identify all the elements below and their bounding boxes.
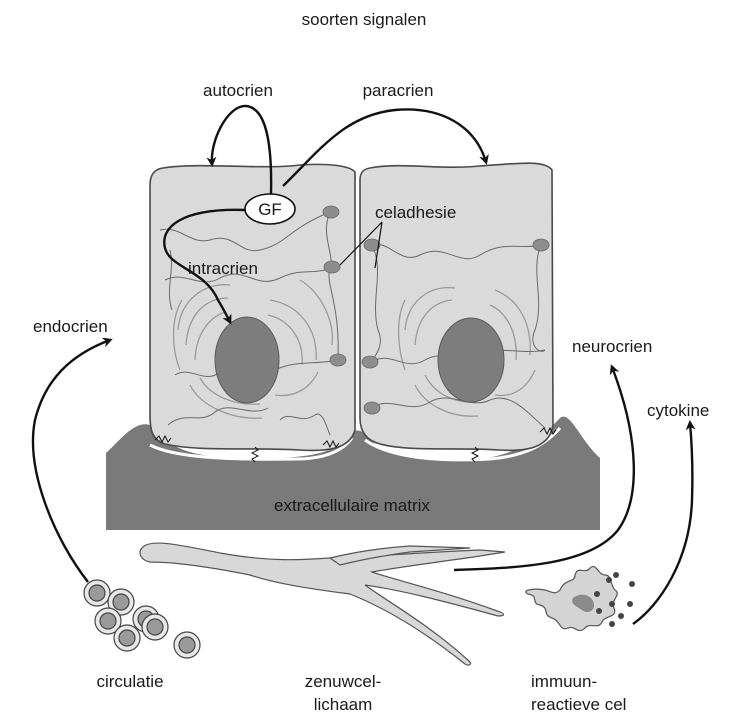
blood-cell-6	[114, 625, 140, 651]
left-nucleus	[215, 317, 279, 403]
growth-factor-label: GF	[258, 200, 282, 219]
immune-label-line2: reactieve cel	[531, 695, 626, 714]
neurocrine-label: neurocrien	[572, 337, 652, 356]
endocrine-arrow	[33, 340, 110, 582]
cytokine-arrow	[633, 423, 692, 624]
intracrine-label: intracrien	[188, 259, 258, 278]
circulation-cells	[84, 580, 200, 658]
right-junction-low	[364, 402, 380, 414]
left-junction-mid	[324, 261, 340, 273]
immune-label-line1: immuun-	[531, 672, 597, 691]
immune-cell	[526, 566, 618, 630]
autocrine-label: autocrien	[203, 81, 273, 100]
nerve-label-line2: lichaam	[314, 695, 373, 714]
right-nucleus	[438, 318, 504, 402]
diagram-title: soorten signalen	[302, 10, 427, 29]
blood-cell-1	[84, 580, 110, 606]
endocrine-label: endocrien	[33, 317, 108, 336]
blood-cell-5	[142, 614, 168, 640]
paracrine-label: paracrien	[363, 81, 434, 100]
left-junction-top	[323, 206, 339, 218]
right-junction-edge	[533, 239, 549, 251]
blood-cell-7	[174, 632, 200, 658]
right-junction-mid	[362, 356, 378, 368]
cell-adhesion-label: celadhesie	[375, 203, 456, 222]
matrix-label: extracellulaire matrix	[274, 496, 430, 515]
circulation-label: circulatie	[96, 672, 163, 691]
cytokine-label: cytokine	[647, 401, 709, 420]
nerve-label-line1: zenuwcel-	[305, 672, 382, 691]
left-junction-low	[330, 354, 346, 366]
